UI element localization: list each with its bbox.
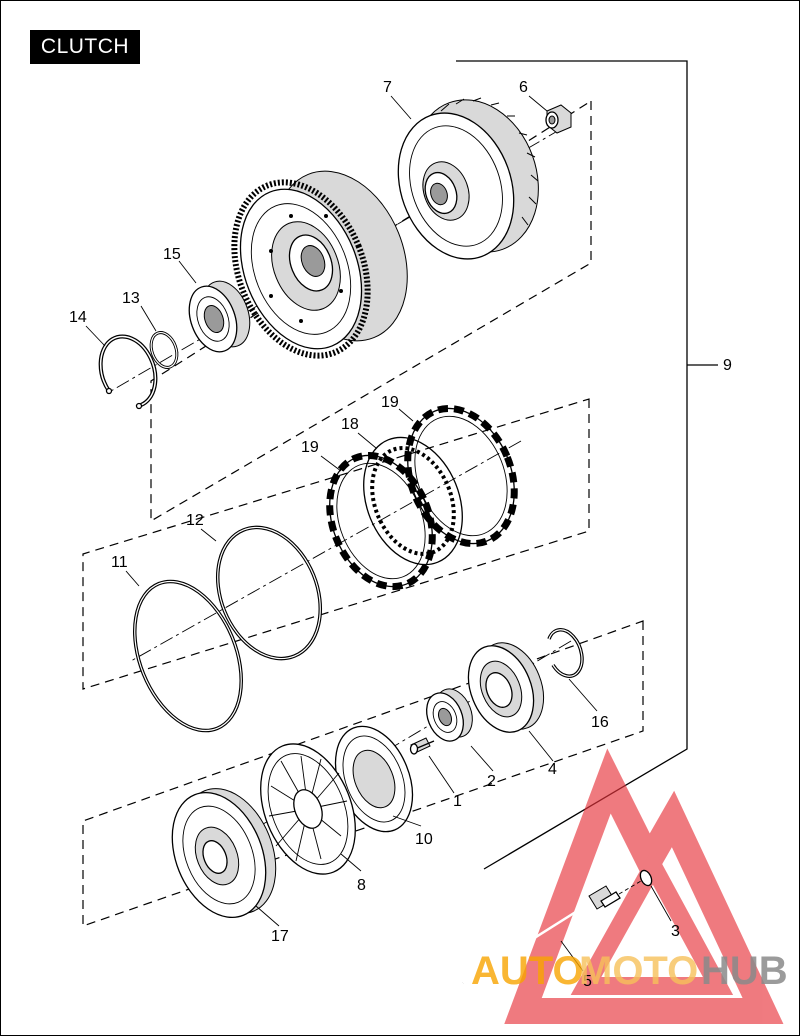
callout-5: 5 — [583, 973, 592, 990]
watermark-moto: MOTO — [579, 949, 698, 993]
clutch-shell — [231, 170, 408, 359]
watermark-text: AUTO MOTO HUB — [471, 949, 788, 993]
callout-16: 16 — [591, 714, 609, 731]
part-19-friction-plate-rear — [404, 404, 518, 548]
part-5-pushrod — [462, 885, 621, 985]
diagram-title: CLUTCH — [30, 30, 140, 64]
part-17-spring-plate — [171, 788, 277, 919]
part-18-steel-plate — [363, 436, 463, 566]
callout-10: 10 — [415, 831, 433, 848]
callout-6: 6 — [519, 79, 528, 96]
watermark-auto: AUTO — [471, 949, 584, 993]
part-4-retainer — [467, 642, 545, 733]
part-11-o-ring — [133, 579, 243, 733]
callout-15: 15 — [163, 246, 181, 263]
callout-17: 17 — [271, 928, 289, 945]
callout-13: 13 — [122, 290, 140, 307]
part-10-pressure-plate — [334, 725, 414, 833]
part-12-o-ring — [215, 525, 323, 661]
leader-lines — [85, 95, 672, 972]
part-7-clutch-hub — [397, 97, 539, 260]
callout-1: 1 — [453, 793, 462, 810]
callout-4: 4 — [548, 761, 557, 778]
callout-labels: 1 2 3 4 5 6 7 8 9 10 11 12 13 14 15 16 1… — [69, 79, 732, 990]
part-2-bearing — [426, 688, 473, 742]
callout-12: 12 — [186, 512, 204, 529]
dashed-boundaries — [82, 99, 644, 927]
part-15-bearing — [188, 280, 251, 353]
part-16-retaining-ring — [547, 628, 584, 678]
callout-3: 3 — [671, 923, 680, 940]
part-13-retaining-ring — [149, 331, 179, 369]
callout-11: 11 — [111, 554, 128, 571]
watermark-logo — [504, 748, 784, 1024]
callout-8: 8 — [357, 877, 366, 894]
part-1-screw — [409, 737, 435, 755]
callout-2: 2 — [487, 773, 496, 790]
callout-9: 9 — [723, 357, 732, 374]
callout-18: 18 — [341, 416, 359, 433]
part-19-friction-plate-front — [326, 451, 436, 591]
part-6-nut — [545, 104, 572, 134]
watermark-hub: HUB — [701, 949, 788, 993]
callout-19-rear: 19 — [381, 394, 399, 411]
callout-19-front: 19 — [301, 439, 319, 456]
part-3-clip — [618, 869, 653, 895]
part-8-diaphragm-spring — [260, 743, 356, 875]
callout-7: 7 — [383, 79, 392, 96]
callout-14: 14 — [69, 309, 87, 326]
part-14-snap-ring — [98, 334, 158, 410]
